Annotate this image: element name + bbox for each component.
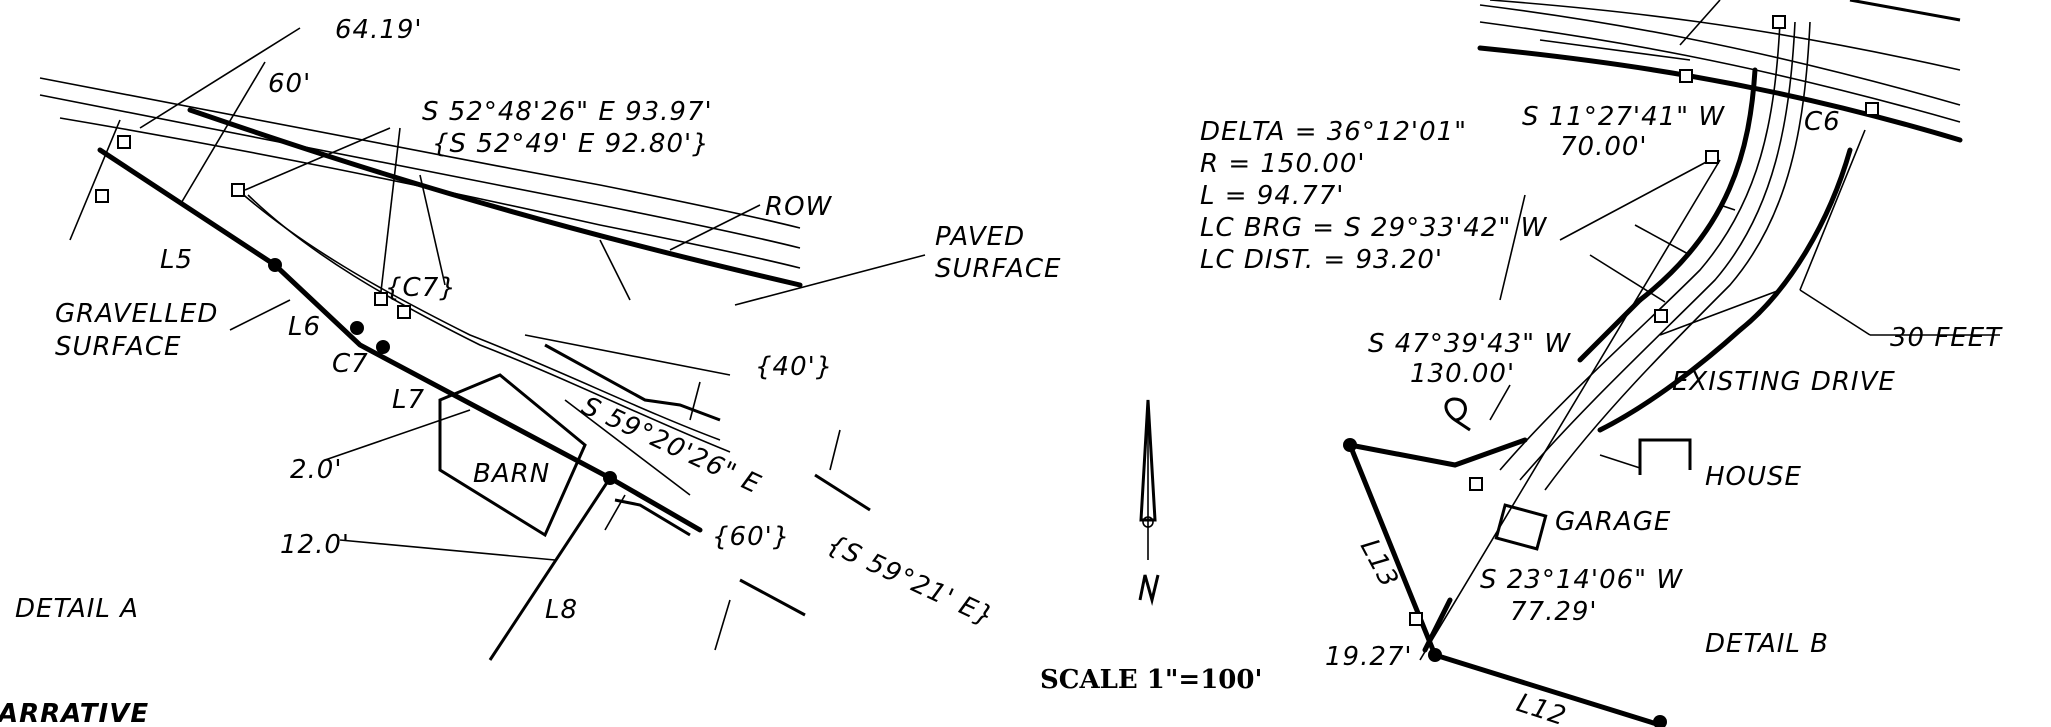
monument-a2 [95,189,109,203]
detail-a-linework [39,27,926,661]
corner-point-a2 [350,321,364,335]
barn-outline [438,373,587,538]
line-l8: L8 [545,595,578,625]
garage-label: GARAGE [1555,507,1671,537]
curve-c7-record: {C7} [385,273,457,303]
dim-19-27: 19.27' [1325,642,1413,672]
detail-b-title: DETAIL B [1705,629,1829,659]
scale-label: SCALE 1"=100' [1040,665,1262,695]
dim-12-0: 12.0' [280,530,350,560]
monument-b2 [1772,15,1786,29]
corner-point-a4 [603,471,617,485]
existing-drive-label: EXISTING DRIVE [1672,367,1896,397]
curve-length: L = 94.77' [1200,181,1344,211]
gravelled-label-2: SURFACE [55,332,181,362]
line-l6: L6 [288,312,321,342]
line-l7: L7 [392,385,425,415]
curve-lc-brg: LC BRG = S 29°33'42" W [1200,213,1548,243]
line-l5: L5 [160,245,193,275]
monument-a5 [397,305,411,319]
curve-c7: C7 [332,349,369,379]
monument-a4 [374,292,388,306]
curve-c6: C6 [1804,107,1841,137]
monument-b4 [1705,150,1719,164]
house-label: HOUSE [1705,462,1802,492]
bearing-2-record: {S 59°21' E} [822,529,999,633]
dim-60-record: {60'} [712,522,790,552]
dim-40: {40'} [755,352,833,382]
dim-60: 60' [268,69,311,99]
narrative-heading: ARRATIVE [0,699,149,727]
dim-2-0: 2.0' [290,455,343,485]
curve-radius: R = 150.00' [1200,149,1366,179]
detail-a-title: DETAIL A [15,594,139,624]
bearing-3: S 11°27'41" W [1522,102,1725,132]
monument-b3 [1865,102,1879,116]
bearing-4-dist: 130.00' [1410,359,1515,389]
monument-b1 [1679,69,1693,83]
line-l13: L13 [1354,534,1404,593]
bearing-1-record: {S 52°49' E 92.80'} [432,129,710,159]
bearing-1: S 52°48'26" E 93.97' [422,97,713,127]
curve-lc-dist: LC DIST. = 93.20' [1200,245,1443,275]
detail-b-labels: DELTA = 36°12'01" R = 150.00' L = 94.77'… [1200,102,2003,727]
paved-label-2: SURFACE [935,254,1061,284]
row-label: ROW [765,192,833,222]
monument-b7 [1409,612,1423,626]
corner-point-b3 [1653,715,1667,727]
north-arrow-icon [1138,399,1160,606]
barn-label: BARN [473,459,550,489]
monument-b6 [1469,477,1483,491]
bearing-4: S 47°39'43" W [1368,329,1571,359]
bearing-5-dist: 77.29' [1510,597,1598,627]
bearing-5: S 23°14'06" W [1480,565,1683,595]
dim-64-19: 64.19' [335,15,423,45]
monument-b5 [1654,309,1668,323]
paved-label-1: PAVED [935,222,1025,252]
corner-point-b2 [1428,648,1442,662]
tree-icon [1444,397,1471,432]
bearing-3-dist: 70.00' [1560,132,1648,162]
detail-b-linework [1343,0,2000,727]
gravelled-label-1: GRAVELLED [55,299,218,329]
corner-point-b1 [1343,438,1357,452]
corner-point-a1 [268,258,282,272]
monument-a3 [231,183,245,197]
garage-outline [1494,503,1548,551]
monument-a1 [117,135,131,149]
corner-point-a3 [376,340,390,354]
curve-delta: DELTA = 36°12'01" [1200,117,1467,147]
dim-30-feet: 30 FEET [1890,323,2003,353]
